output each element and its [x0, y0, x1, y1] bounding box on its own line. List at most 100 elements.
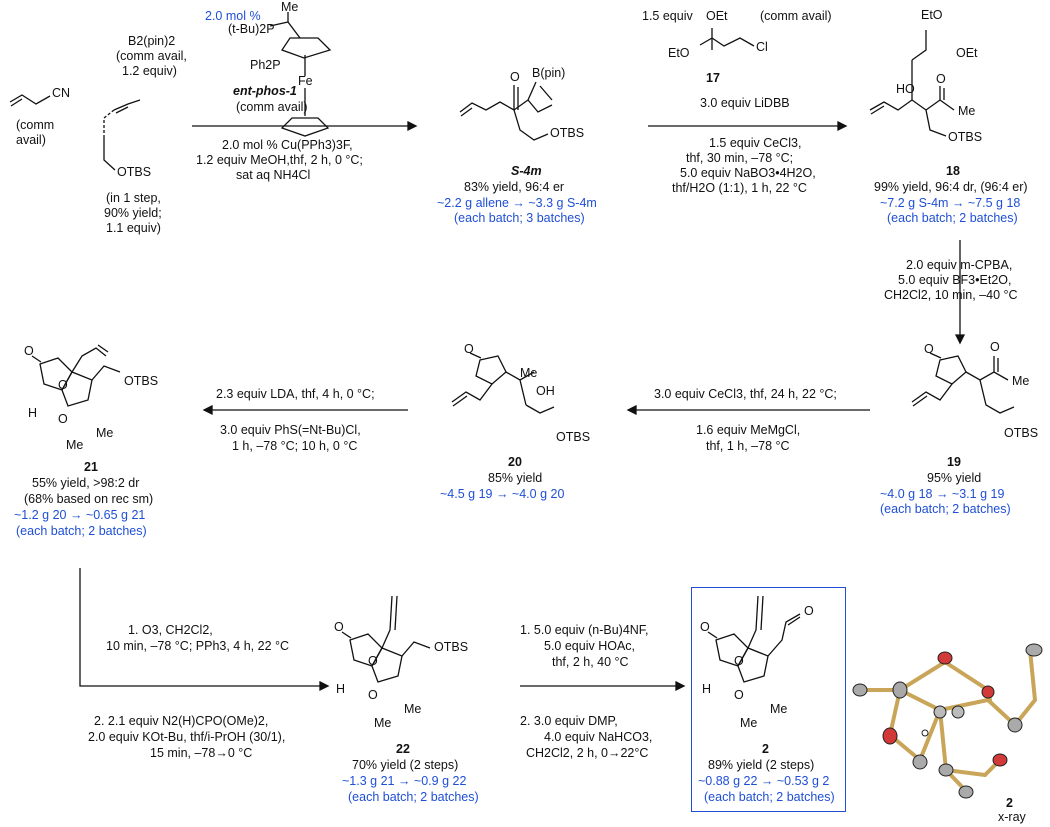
atom-label-cl: Cl [756, 40, 768, 54]
c22-batches: (each batch; 2 batches) [348, 790, 479, 804]
ligand-name: ent-phos-1 [233, 84, 297, 98]
compound-19-structure [911, 352, 1015, 414]
atom-label-o-21a: O [24, 344, 34, 358]
allene-structure [103, 99, 141, 171]
atom-label-h-2: H [702, 682, 712, 696]
c18-yield: 99% yield, 96:4 dr, (96:4 er) [874, 180, 1028, 194]
arrow-to20 [626, 404, 870, 416]
s4m-scale: ~2.2 g allene → ~3.3 g S-4m [437, 196, 597, 210]
compound-17-structure [699, 28, 755, 50]
atom-label-tbu2p: (t-Bu)2P [228, 22, 275, 36]
atom-label-me-20: Me [520, 366, 538, 380]
compound-label-s4m: S-4m [511, 164, 542, 178]
atom-label-h-22: H [336, 682, 346, 696]
atom-label-otbs-19: OTBS [1004, 426, 1039, 440]
step1-condition-2: 1.2 equiv MeOH,thf, 2 h, 0 °C; [196, 153, 363, 167]
compound-s4m-structure [459, 81, 553, 141]
s4m-yield: 83% yield, 96:4 er [464, 180, 565, 194]
to2-condition-5: 4.0 equiv NaHCO3, [544, 730, 653, 744]
step1-condition-1: 2.0 mol % Cu(PPh3)3F, [222, 138, 353, 152]
final-product-highlight-box [691, 587, 846, 812]
arrow-to22 [79, 568, 330, 692]
step2-condition-4: 5.0 equiv NaBO3•4H2O, [680, 166, 816, 180]
arrow-to19 [954, 240, 966, 345]
c2-scale: ~0.88 g 22 → ~0.53 g 2 [698, 774, 830, 788]
atom-label-o-s4m: O [510, 70, 520, 84]
xray-compound-label: 2 [1006, 796, 1013, 810]
atom-label-o-19b: O [990, 340, 1000, 354]
c2-batches: (each batch; 2 batches) [704, 790, 835, 804]
atom-label-me-2a: Me [770, 702, 788, 716]
to2-condition-6: CH2Cl2, 2 h, 0→22°C [526, 746, 649, 760]
c19-scale: ~4.0 g 18 → ~3.1 g 19 [880, 487, 1005, 501]
atom-label-oh-20: OH [536, 384, 555, 398]
compound-20-structure [451, 352, 555, 414]
c2-yield: 89% yield (2 steps) [708, 758, 815, 772]
atom-label-otbs-20: OTBS [556, 430, 591, 444]
atom-label-me-21a: Me [96, 426, 114, 440]
atom-label-o-22a: O [334, 620, 344, 634]
step1-condition-3: sat aq NH4Cl [236, 168, 311, 182]
ligand-loading: 2.0 mol % [205, 9, 261, 23]
to20-condition-3: thf, 1 h, –78 °C [706, 439, 790, 453]
atom-label-o-2c: O [734, 688, 744, 702]
b2pin2-line-3: 1.2 equiv) [122, 64, 177, 78]
reagent17-avail: (comm avail) [760, 9, 832, 23]
atom-label-o-21b: O [58, 378, 68, 392]
atom-label-eto-18: EtO [921, 8, 943, 22]
to21-condition-2: 3.0 equiv PhS(=Nt-Bu)Cl, [220, 423, 361, 437]
to22-condition-3: 2. 2.1 equiv N2(H)CPO(OMe)2, [94, 714, 269, 728]
atom-label-o-2b: O [734, 654, 744, 668]
to20-condition-1: 3.0 equiv CeCl3, thf, 24 h, 22 °C; [654, 387, 837, 401]
c22-yield: 70% yield (2 steps) [352, 758, 459, 772]
atom-label-me-19: Me [1012, 374, 1030, 388]
c21-recsm: (68% based on rec sm) [24, 492, 154, 506]
c21-batches: (each batch; 2 batches) [16, 524, 147, 538]
arrow-step2 [648, 120, 848, 132]
atom-label-o-20: O [464, 342, 474, 356]
to19-condition-3: CH2Cl2, 10 min, –40 °C [884, 288, 1018, 302]
ferrocene-ligand-structure [269, 12, 332, 137]
atom-label-me-18: Me [958, 104, 976, 118]
atom-label-me-22b: Me [374, 716, 392, 730]
atom-label-eto-17: EtO [668, 46, 690, 60]
to2-condition-2: 5.0 equiv HOAc, [544, 639, 636, 653]
c21-yield: 55% yield, >98:2 dr [32, 476, 140, 490]
allene-caption-2: 90% yield; [104, 206, 162, 220]
c19-yield: 95% yield [927, 471, 982, 485]
xray-ortep-structure [852, 643, 1043, 799]
compound-22-structure [341, 595, 431, 683]
to2-condition-4: 2. 3.0 equiv DMP, [520, 714, 618, 728]
ligand-caption: (comm avail) [236, 100, 308, 114]
to19-condition-1: 2.0 equiv m-CPBA, [906, 258, 1013, 272]
atom-label-cn: CN [52, 86, 71, 100]
atom-label-me-21b: Me [66, 438, 84, 452]
nitrile-caption-2: avail) [16, 133, 46, 147]
compound-18-structure [869, 30, 955, 137]
xray-caption: x-ray [998, 810, 1026, 824]
c18-scale: ~7.2 g S-4m → ~7.5 g 18 [880, 196, 1021, 210]
step2-condition-2: 1.5 equiv CeCl3, [709, 136, 802, 150]
step2-condition-1: 3.0 equiv LiDBB [700, 96, 790, 110]
atom-label-otbs-s4m: OTBS [550, 126, 585, 140]
compound-label-18: 18 [946, 164, 960, 178]
compound-label-17: 17 [706, 71, 720, 85]
b2pin2-line-1: B2(pin)2 [128, 34, 176, 48]
atom-label-o-21c: O [58, 412, 68, 426]
allene-caption-3: 1.1 equiv) [106, 221, 161, 235]
atom-label-otbs-18: OTBS [948, 130, 983, 144]
atom-label-o-22c: O [368, 688, 378, 702]
c21-scale: ~1.2 g 20 → ~0.65 g 21 [14, 508, 146, 522]
to2-condition-3: thf, 2 h, 40 °C [552, 655, 629, 669]
c20-scale: ~4.5 g 19 → ~4.0 g 20 [440, 487, 565, 501]
compound-2-structure [707, 595, 801, 683]
compound-label-2: 2 [762, 742, 769, 756]
reagent17-equiv: 1.5 equiv [642, 9, 693, 23]
atom-label-fe: Fe [298, 74, 313, 88]
atom-label-otbs-21: OTBS [124, 374, 159, 388]
compound-label-22: 22 [396, 742, 410, 756]
atom-label-oet-17: OEt [706, 9, 728, 23]
atom-label-me-ligand: Me [281, 0, 299, 14]
arrow-step1 [192, 120, 418, 132]
